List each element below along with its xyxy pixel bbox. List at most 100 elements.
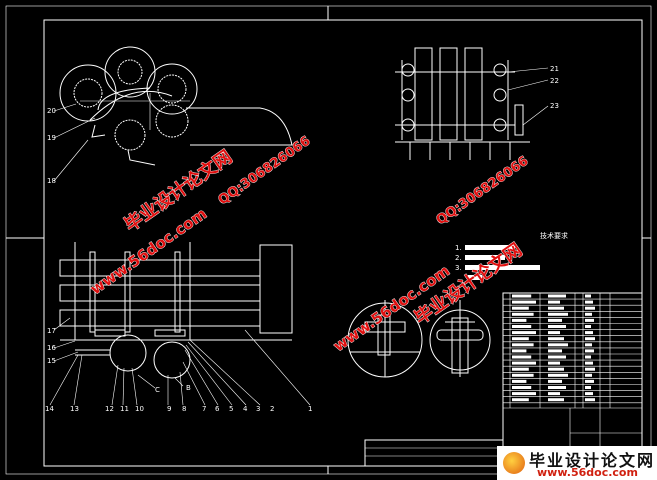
title-block — [364, 292, 643, 467]
table-cell-mark — [548, 386, 566, 389]
part-label: 5 — [229, 405, 233, 413]
table-cell-mark — [585, 349, 594, 353]
table-cell-mark — [548, 355, 566, 359]
table-cell-mark — [512, 379, 527, 383]
table-cell-mark — [512, 325, 532, 328]
table-cell-mark — [512, 373, 534, 377]
table-cell-mark — [548, 306, 564, 310]
logo-title: 毕业设计论文网 — [529, 451, 656, 470]
tech-requirement-item: 1. — [455, 244, 462, 252]
table-cell-mark — [512, 306, 529, 310]
table-cell-mark — [585, 331, 593, 335]
table-cell-mark — [512, 355, 532, 359]
table-cell-mark — [548, 325, 566, 328]
inner-frame — [43, 19, 643, 467]
tech-requirement-item: 2. — [455, 254, 462, 262]
part-label: 11 — [120, 405, 129, 413]
site-logo: 毕业设计论文网 www.56doc.com — [497, 446, 657, 480]
leaders-right — [507, 67, 549, 126]
table-cell-mark — [548, 373, 568, 377]
table-cell-mark — [585, 325, 591, 328]
watermark-qq: QQ:306826066 — [434, 154, 532, 229]
table-cell-mark — [585, 306, 595, 310]
part-label: 17 — [47, 327, 56, 335]
part-label: 3 — [256, 405, 260, 413]
table-cell-mark — [512, 294, 532, 298]
tech-requirements-title: 技术要求 — [540, 231, 568, 240]
table-cell-mark — [512, 343, 534, 347]
part-label: 23 — [550, 102, 559, 110]
part-label: 4 — [243, 405, 248, 413]
table-cell-mark — [548, 331, 560, 335]
part-label: 18 — [47, 177, 56, 185]
table-cell-mark — [512, 318, 527, 322]
detail-views — [347, 300, 491, 378]
front-view-gears — [59, 46, 293, 166]
technical-requirements: 技术要求 1. 2. 3. — [455, 231, 568, 280]
parts-list-rows — [503, 292, 642, 404]
bottom-part-labels: 14 13 12 11 10 9 8 7 6 5 4 3 2 1 C B — [45, 384, 312, 413]
part-label: 9 — [167, 405, 171, 413]
plan-view — [59, 242, 293, 379]
detail-label: C — [155, 386, 160, 394]
part-label: 10 — [135, 405, 144, 413]
table-cell-mark — [548, 318, 562, 322]
table-cell-mark — [585, 300, 593, 304]
table-cell-mark — [585, 318, 594, 322]
table-cell-mark — [548, 392, 560, 396]
leaders-bottom — [49, 317, 311, 406]
table-cell-mark — [585, 373, 592, 377]
table-cell-mark — [585, 392, 593, 396]
logo-url: www.56doc.com — [537, 466, 638, 479]
table-cell-mark — [512, 337, 529, 341]
part-label: 7 — [202, 405, 206, 413]
part-label: 22 — [550, 77, 559, 85]
part-label: 6 — [215, 405, 220, 413]
table-cell-mark — [512, 398, 529, 402]
table-cell-mark — [548, 300, 560, 304]
part-label: 14 — [45, 405, 54, 413]
part-label: 13 — [70, 405, 79, 413]
logo-ball-icon — [503, 452, 525, 474]
part-label: 2 — [270, 405, 274, 413]
table-cell-mark — [585, 312, 592, 316]
table-cell-mark — [585, 367, 595, 371]
table-cell-mark — [512, 349, 527, 353]
part-label: 21 — [550, 65, 559, 73]
center-marks — [6, 6, 651, 474]
table-cell-mark — [585, 355, 591, 359]
table-cell-mark — [512, 392, 536, 396]
table-cell-mark — [585, 337, 595, 341]
table-cell-mark — [585, 379, 594, 383]
side-view — [395, 47, 530, 160]
part-label: 1 — [308, 405, 312, 413]
part-label: 8 — [182, 405, 186, 413]
table-cell-mark — [512, 331, 536, 335]
part-label: 15 — [47, 357, 56, 365]
tech-requirement-item: 3. — [455, 264, 462, 272]
table-cell-mark — [585, 398, 595, 402]
part-label: 16 — [47, 344, 56, 352]
table-cell-mark — [548, 294, 566, 298]
table-cell-mark — [512, 300, 536, 304]
table-cell-mark — [585, 343, 592, 347]
part-label: 12 — [105, 405, 114, 413]
table-cell-mark — [548, 337, 564, 341]
table-cell-mark — [512, 312, 534, 316]
table-cell-mark — [548, 367, 564, 371]
leaders-top — [53, 103, 96, 182]
table-cell-mark — [548, 349, 562, 353]
table-cell-mark — [548, 361, 560, 365]
table-cell-mark — [548, 398, 564, 402]
table-cell-mark — [548, 379, 562, 383]
detail-label: B — [186, 384, 191, 392]
table-cell-mark — [585, 361, 593, 365]
table-cell-mark — [512, 367, 529, 371]
table-cell-mark — [585, 386, 591, 389]
table-cell-mark — [512, 361, 536, 365]
table-cell-mark — [548, 343, 568, 347]
table-cell-mark — [548, 312, 568, 316]
part-label: 20 — [47, 107, 56, 115]
part-label: 19 — [47, 134, 56, 142]
